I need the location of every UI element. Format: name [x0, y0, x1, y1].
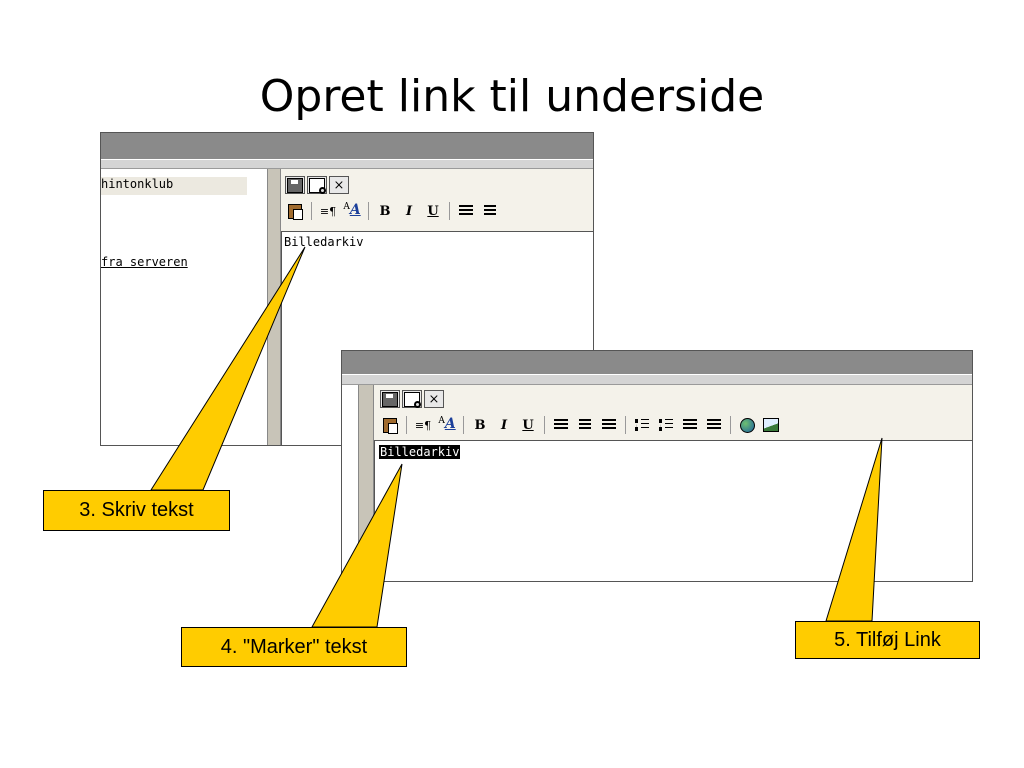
sidebar-item-hintonklub[interactable]: hintonklub	[101, 177, 247, 195]
preview-button[interactable]	[307, 176, 327, 194]
align-left-icon	[459, 205, 473, 217]
underline-icon: U	[427, 203, 439, 219]
font-icon: A	[343, 202, 350, 212]
toolbar-separator	[449, 202, 450, 220]
preview-button[interactable]	[402, 390, 422, 408]
align-center-button[interactable]	[480, 202, 500, 220]
sidebar-item-label: hintonklub	[101, 177, 174, 191]
preview-icon	[404, 391, 421, 408]
editor-toolbar-area	[374, 385, 972, 440]
sidebar-pane	[101, 169, 267, 445]
indent-icon	[707, 419, 721, 431]
window-menubar	[342, 374, 972, 385]
align-left-button[interactable]	[456, 202, 476, 220]
sidebar-link-fra-serveren[interactable]: fra serveren	[101, 255, 188, 269]
toolbar-separator	[406, 416, 407, 434]
editor-text-selected: Billedarkiv	[379, 445, 461, 459]
selected-text: Billedarkiv	[379, 445, 461, 459]
paste-icon	[383, 417, 398, 434]
close-button[interactable]: ×	[424, 390, 444, 408]
close-icon: ×	[428, 391, 440, 407]
underline-icon: U	[522, 417, 534, 433]
close-button[interactable]: ×	[329, 176, 349, 194]
toolbar-separator	[463, 416, 464, 434]
insert-link-button[interactable]	[737, 416, 757, 434]
paste-icon	[288, 203, 303, 220]
indent-button[interactable]	[704, 416, 724, 434]
callout-step5-label: 5. Tilføj Link	[834, 628, 941, 651]
outdent-button[interactable]	[680, 416, 700, 434]
paragraph-icon: ≡¶	[414, 418, 432, 432]
align-left-button[interactable]	[551, 416, 571, 434]
bullet-list-icon	[659, 419, 673, 431]
bold-icon: B	[379, 203, 391, 219]
numbered-list-button[interactable]	[632, 416, 652, 434]
insert-image-button[interactable]	[761, 416, 781, 434]
align-left-icon	[554, 419, 568, 431]
font-icon: A	[438, 416, 445, 426]
callout-step4-label: 4. "Marker" tekst	[220, 635, 368, 658]
italic-button[interactable]: I	[399, 202, 419, 220]
toolbar-separator	[368, 202, 369, 220]
image-icon	[763, 418, 779, 432]
callout-step3: 3. Skriv tekst	[43, 490, 230, 531]
pane-splitter[interactable]	[267, 169, 281, 445]
window-titlebar	[342, 351, 972, 374]
bold-button[interactable]: B	[375, 202, 395, 220]
italic-button[interactable]: I	[494, 416, 514, 434]
underline-button[interactable]: U	[518, 416, 538, 434]
editor-text: Billedarkiv	[284, 235, 364, 249]
bold-button[interactable]: B	[470, 416, 490, 434]
window-titlebar	[101, 133, 593, 159]
save-icon	[382, 391, 398, 407]
editor-toolbar-row1: ×	[380, 389, 446, 409]
window-menubar	[101, 159, 593, 169]
bold-icon: B	[474, 417, 486, 433]
numbered-list-icon	[635, 419, 649, 431]
toolbar-separator	[625, 416, 626, 434]
editor-toolbar-row1: ×	[285, 175, 351, 195]
paste-button[interactable]	[285, 202, 305, 220]
toolbar-separator	[311, 202, 312, 220]
toolbar-separator	[544, 416, 545, 434]
callout-step4: 4. "Marker" tekst	[181, 627, 407, 667]
bullet-list-button[interactable]	[656, 416, 676, 434]
close-icon: ×	[333, 177, 345, 193]
align-right-icon	[602, 419, 616, 431]
font-icon-large: A	[444, 416, 456, 432]
editor-content-area[interactable]: Billedarkiv	[374, 440, 972, 581]
paragraph-style-button[interactable]: ≡¶	[318, 202, 338, 220]
toolbar-separator	[730, 416, 731, 434]
outdent-icon	[683, 419, 697, 431]
italic-icon: I	[405, 203, 413, 219]
align-right-button[interactable]	[599, 416, 619, 434]
italic-icon: I	[500, 417, 508, 433]
save-button[interactable]	[285, 176, 305, 194]
paragraph-icon: ≡¶	[319, 204, 337, 218]
underline-button[interactable]: U	[423, 202, 443, 220]
link-globe-icon	[739, 417, 755, 433]
align-center-button[interactable]	[575, 416, 595, 434]
preview-icon	[309, 177, 326, 194]
callout-step5: 5. Tilføj Link	[795, 621, 980, 659]
pane-splitter[interactable]	[358, 385, 374, 581]
save-button[interactable]	[380, 390, 400, 408]
callout-step3-label: 3. Skriv tekst	[79, 499, 194, 521]
paragraph-style-button[interactable]: ≡¶	[413, 416, 433, 434]
font-icon-large: A	[349, 202, 361, 218]
align-center-icon	[579, 419, 591, 431]
save-icon	[287, 177, 303, 193]
paste-button[interactable]	[380, 416, 400, 434]
slide-title: Opret link til underside	[259, 71, 765, 122]
align-center-icon	[484, 205, 496, 217]
